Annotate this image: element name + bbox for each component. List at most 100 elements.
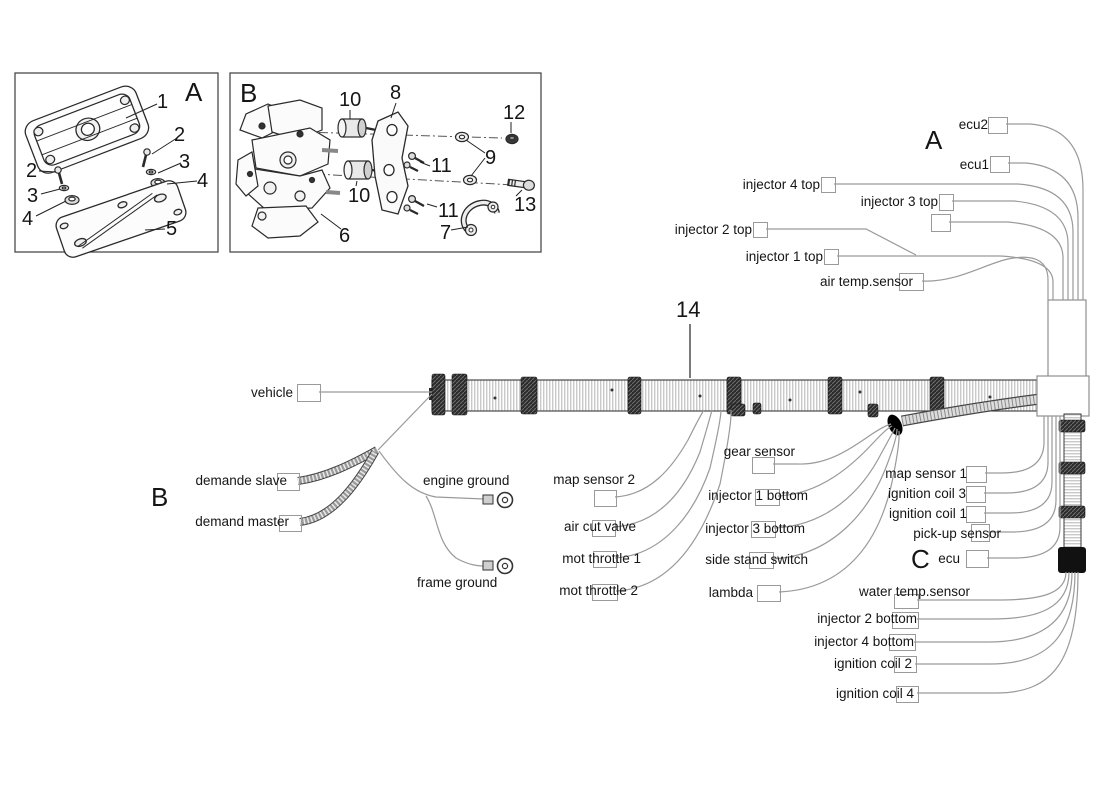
connector-box-ecu2 [988, 117, 1008, 134]
part-number-12: 12 [503, 102, 526, 124]
connector-box-water-temp-sensor [894, 594, 919, 609]
wire-injector-3-bottom [773, 427, 896, 529]
wire-injector-3-top [952, 200, 1069, 300]
connector-box-injector-3-top [939, 194, 954, 211]
wire-ecu2 [1006, 123, 1084, 300]
connector-box-injector-1-bottom [755, 489, 780, 506]
junction-box-lower [1036, 375, 1090, 417]
label-injector-2-top: injector 2 top [674, 222, 752, 237]
part-number-6: 6 [339, 225, 351, 247]
engine-ground-crimp [482, 494, 494, 505]
part-number-2b: 2 [26, 160, 38, 182]
vertical-tape-bands [1058, 419, 1086, 519]
part-number-1: 1 [157, 91, 169, 113]
valve-assembly-drawing [235, 99, 341, 239]
frame-ground-crimp [482, 560, 494, 571]
engine-ground-ring-icon [496, 491, 514, 509]
frame-ground-ring-hole [501, 562, 509, 570]
label-lambda: lambda [708, 585, 753, 600]
wire-pick-up-sensor [988, 416, 1057, 533]
label-engine-ground: engine ground [423, 473, 510, 488]
label-pick-up-sensor: pick-up sensor [913, 526, 1001, 541]
vertical-tape-large [1058, 547, 1086, 573]
wire-connector-unlabeled [949, 221, 1064, 300]
connector-box-injector-4-bottom [889, 634, 916, 651]
connector-box-map-sensor-2 [594, 490, 617, 507]
part-number-2: 2 [174, 124, 186, 146]
wire-air-temp-sensor [921, 256, 1049, 300]
panel-b-border [229, 72, 542, 253]
ring-terminals [482, 491, 514, 575]
part-number-5: 5 [166, 218, 178, 240]
part-number-11b: 11 [438, 200, 459, 222]
wire-ignition-coil-1 [984, 416, 1053, 514]
label-map-sensor-1: map sensor 1 [885, 466, 967, 481]
wire-gear-sensor [773, 423, 892, 465]
label-injector-3-top: injector 3 top [860, 194, 938, 209]
wire-branch-diagonal [377, 393, 433, 451]
connector-box-pick-up-sensor [971, 524, 990, 542]
connector-box-air-temp-sensor [899, 273, 924, 291]
harness-section-c-letter: C [911, 544, 930, 574]
panel-a-letter: A [185, 77, 203, 107]
panel-b-letter: B [240, 78, 258, 108]
connector-box-injector-4-top [821, 177, 836, 193]
connector-box-map-sensor-1 [966, 466, 987, 483]
wire-injector-1-bottom [777, 425, 893, 497]
vertical-sleeve [1063, 413, 1082, 551]
connector-box-lambda [757, 585, 781, 602]
connector-box-demande-slave [277, 473, 300, 491]
connector-box-side-stand-switch [749, 552, 774, 569]
label-mot-throttle-2: mot throttle 2 [559, 583, 638, 598]
panel-b [229, 72, 542, 253]
connector-box-air-cut-valve [592, 520, 616, 537]
wire-injector-2-top [766, 228, 917, 256]
label-ecu2: ecu2 [958, 117, 988, 132]
label-map-sensor-2: map sensor 2 [553, 472, 635, 487]
connector-box-injector-1-top [824, 249, 839, 265]
wire-frame-ground [425, 495, 485, 567]
label-ecu: ecu [938, 551, 960, 566]
connector-box-injector-2-bottom [892, 612, 919, 629]
connector-box-ignition-coil-4 [896, 686, 919, 703]
wire-mot-throttle-2 [615, 409, 732, 592]
panel-b-leaders [320, 102, 523, 231]
harness-grommet [887, 414, 903, 436]
connector-box-ignition-coil-2 [894, 656, 917, 673]
part-number-10b: 10 [348, 185, 371, 207]
label-ignition-coil-2: ignition coil 2 [833, 656, 912, 671]
wire-ignition-coil-4 [917, 571, 1079, 694]
wire-air-cut-valve [613, 409, 713, 528]
part-number-4: 4 [197, 170, 209, 192]
wire-injector-4-top [834, 183, 1074, 300]
harness-section-b-letter: B [151, 482, 169, 512]
wire-injector-1-top [837, 255, 1054, 300]
label-ignition-coil-1: ignition coil 1 [888, 506, 967, 521]
label-injector-2-bottom: injector 2 bottom [817, 611, 917, 626]
label-injector-3-bottom: injector 3 bottom [705, 521, 805, 536]
panel-a [14, 72, 219, 258]
label-water-temp-sensor: water temp.sensor [858, 584, 970, 599]
wires [319, 123, 1084, 694]
label-ignition-coil-4: ignition coil 4 [835, 686, 914, 701]
connector-box-gear-sensor [752, 457, 775, 474]
part-number-3b: 3 [27, 185, 39, 207]
part-number-3: 3 [179, 151, 191, 173]
label-ecu1: ecu1 [959, 157, 989, 172]
connector-7-drawing [460, 199, 500, 237]
wire-ignition-coil-3 [984, 416, 1049, 494]
part-number-8: 8 [390, 82, 402, 104]
wire-injector-4-bottom [914, 571, 1073, 643]
part-number-11: 11 [431, 155, 452, 177]
braided-cables [297, 446, 379, 526]
wire-ecu1 [1008, 162, 1079, 300]
part-number-10: 10 [339, 89, 362, 111]
panel-a-border [14, 72, 219, 253]
label-vehicle: vehicle [250, 385, 293, 400]
label-injector-4-top: injector 4 top [742, 177, 820, 192]
connector-box-ecu1 [990, 156, 1010, 173]
connector-box-injector-3-bottom [751, 521, 776, 538]
connector-box-vehicle [297, 384, 321, 402]
part-number-7: 7 [440, 222, 452, 244]
